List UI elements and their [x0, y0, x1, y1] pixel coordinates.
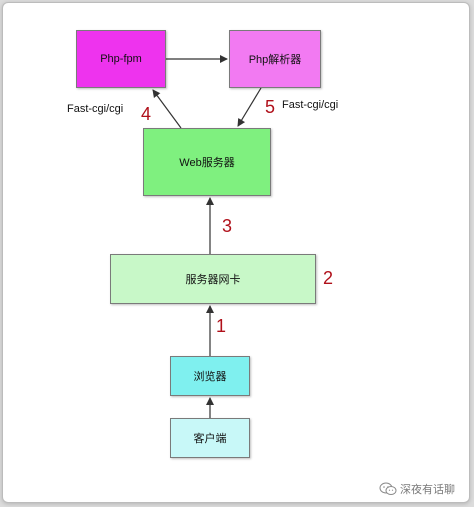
watermark-text: 深夜有话聊	[400, 484, 455, 496]
server-nic-node: 服务器网卡	[110, 254, 316, 304]
php-fpm-node: Php-fpm	[76, 30, 166, 88]
step-number-4: 4	[141, 104, 152, 124]
connector-layer	[152, 55, 262, 418]
php-parser-node: Php解析器	[229, 30, 321, 88]
web-server-node: Web服务器	[143, 128, 271, 196]
wechat-icon	[379, 482, 397, 495]
step-number-3: 3	[222, 216, 233, 236]
step-number-1: 1	[216, 316, 227, 336]
step-number-2: 2	[323, 268, 334, 288]
arrow-php-parser-to-web	[237, 87, 262, 127]
arrow-web-to-php-fpm	[152, 89, 182, 129]
watermark: 深夜有话聊	[379, 481, 455, 497]
diagram-canvas: Php-fpm Php解析器 Web服务器 服务器网卡 浏览器 客户端 Fast…	[2, 2, 470, 503]
browser-node: 浏览器	[170, 356, 250, 396]
step-number-5: 5	[265, 97, 276, 117]
client-node: 客户端	[170, 418, 250, 458]
fastcgi-label-right: Fast-cgi/cgi	[282, 99, 339, 111]
fastcgi-label-left: Fast-cgi/cgi	[67, 103, 124, 115]
